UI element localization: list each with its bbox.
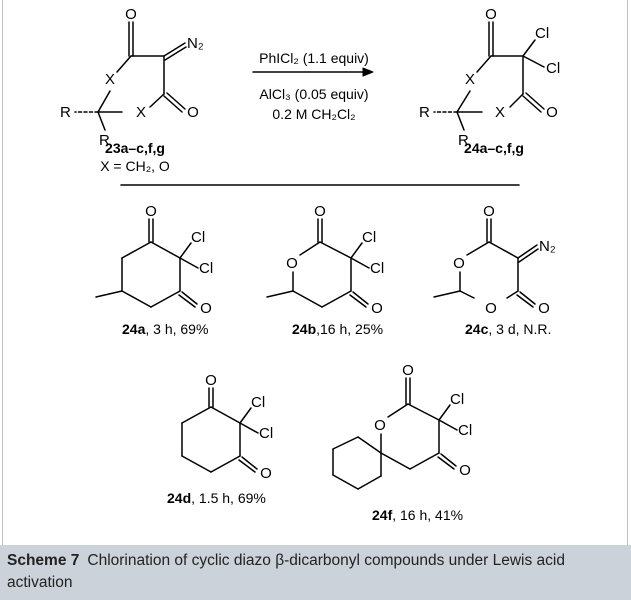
label-24f-id: 24f [372,507,393,523]
atom-o: O [286,255,298,272]
label-24f: 24f, 16 h, 41% [372,507,463,523]
atom-o: O [371,300,383,317]
label-24a: 24a, 3 h, 69% [122,321,208,337]
atom-x: X [136,104,146,121]
reaction-scheme: O X X O N₂ R R 23a–c,f,g X = CH₂, O PhIC… [60,6,560,523]
compound-24a-structure [95,218,199,308]
atom-r: R [458,132,469,149]
atom-cl: Cl [535,25,549,42]
atom-r: R [419,104,430,121]
atom-o: O [402,362,414,379]
label-24a-detail: , 3 h, 69% [145,321,208,337]
label-24b: 24b,16 h, 25% [292,321,383,337]
variable-definition: X = CH₂, O [100,158,170,174]
caption-number: Scheme 7 [7,552,80,569]
label-24b-detail: ,16 h, 25% [316,321,383,337]
label-24d-id: 24d [167,490,191,506]
solvent-text: 0.2 M CH₂Cl₂ [272,106,355,122]
atom-cl: Cl [362,229,376,246]
atom-o: O [483,203,495,220]
substrate-label: 23a–c,f,g [105,140,165,156]
frame-right-border [627,0,628,545]
compound-24f-structure [332,377,458,490]
atom-cl: Cl [458,422,472,439]
atom-cl: Cl [370,260,384,277]
atom-o: O [314,203,326,220]
atom-r: R [60,104,71,121]
atom-o: O [145,203,157,220]
atom-o: O [125,6,137,23]
atom-o: O [485,6,497,23]
label-24a-id: 24a [122,321,146,337]
atom-o: O [485,300,497,317]
arrow-head [362,67,374,77]
label-24c-detail: , 3 d, N.R. [488,321,551,337]
catalyst-text: AlCl₃ (0.05 equiv) [259,86,368,102]
atom-o: O [205,372,217,389]
atom-cl: Cl [450,391,464,408]
product-label: 24a–c,f,g [464,140,524,156]
label-24c-id: 24c [465,321,489,337]
compound-24c-structure [433,218,539,308]
label-24d-detail: , 1.5 h, 69% [191,490,266,506]
atom-cl: Cl [199,260,213,277]
compound-24d-structure [181,387,259,473]
label-24c: 24c, 3 d, N.R. [465,321,551,337]
atom-x: X [495,104,505,121]
atom-x: X [105,71,115,88]
atom-cl: Cl [546,60,560,77]
atom-r: R [99,132,110,149]
atom-o: O [459,462,471,479]
atom-cl: Cl [259,425,273,442]
atom-o: O [453,255,465,272]
label-24b-id: 24b [292,321,316,337]
frame-left-border [2,0,3,545]
label-24d: 24d, 1.5 h, 69% [167,490,266,506]
product-24-structure [433,21,545,131]
atom-o: O [200,300,212,317]
compound-24b-structure [266,218,370,308]
atom-o: O [260,465,272,482]
atom-o: O [374,417,386,434]
atom-x: X [465,71,475,88]
atom-o: O [538,300,550,317]
label-24f-detail: , 16 h, 41% [392,507,463,523]
atom-cl: Cl [191,229,205,246]
atom-n2: N₂ [187,35,204,52]
caption-text: Chlorination of cyclic diazo β-dicarbony… [7,552,565,591]
atom-cl: Cl [251,394,265,411]
reagent-text: PhICl₂ (1.1 equiv) [259,50,369,66]
substrate-23-structure [74,21,187,131]
atom-o: O [546,104,558,121]
atom-n2: N₂ [539,238,556,255]
atom-o: O [187,104,199,121]
